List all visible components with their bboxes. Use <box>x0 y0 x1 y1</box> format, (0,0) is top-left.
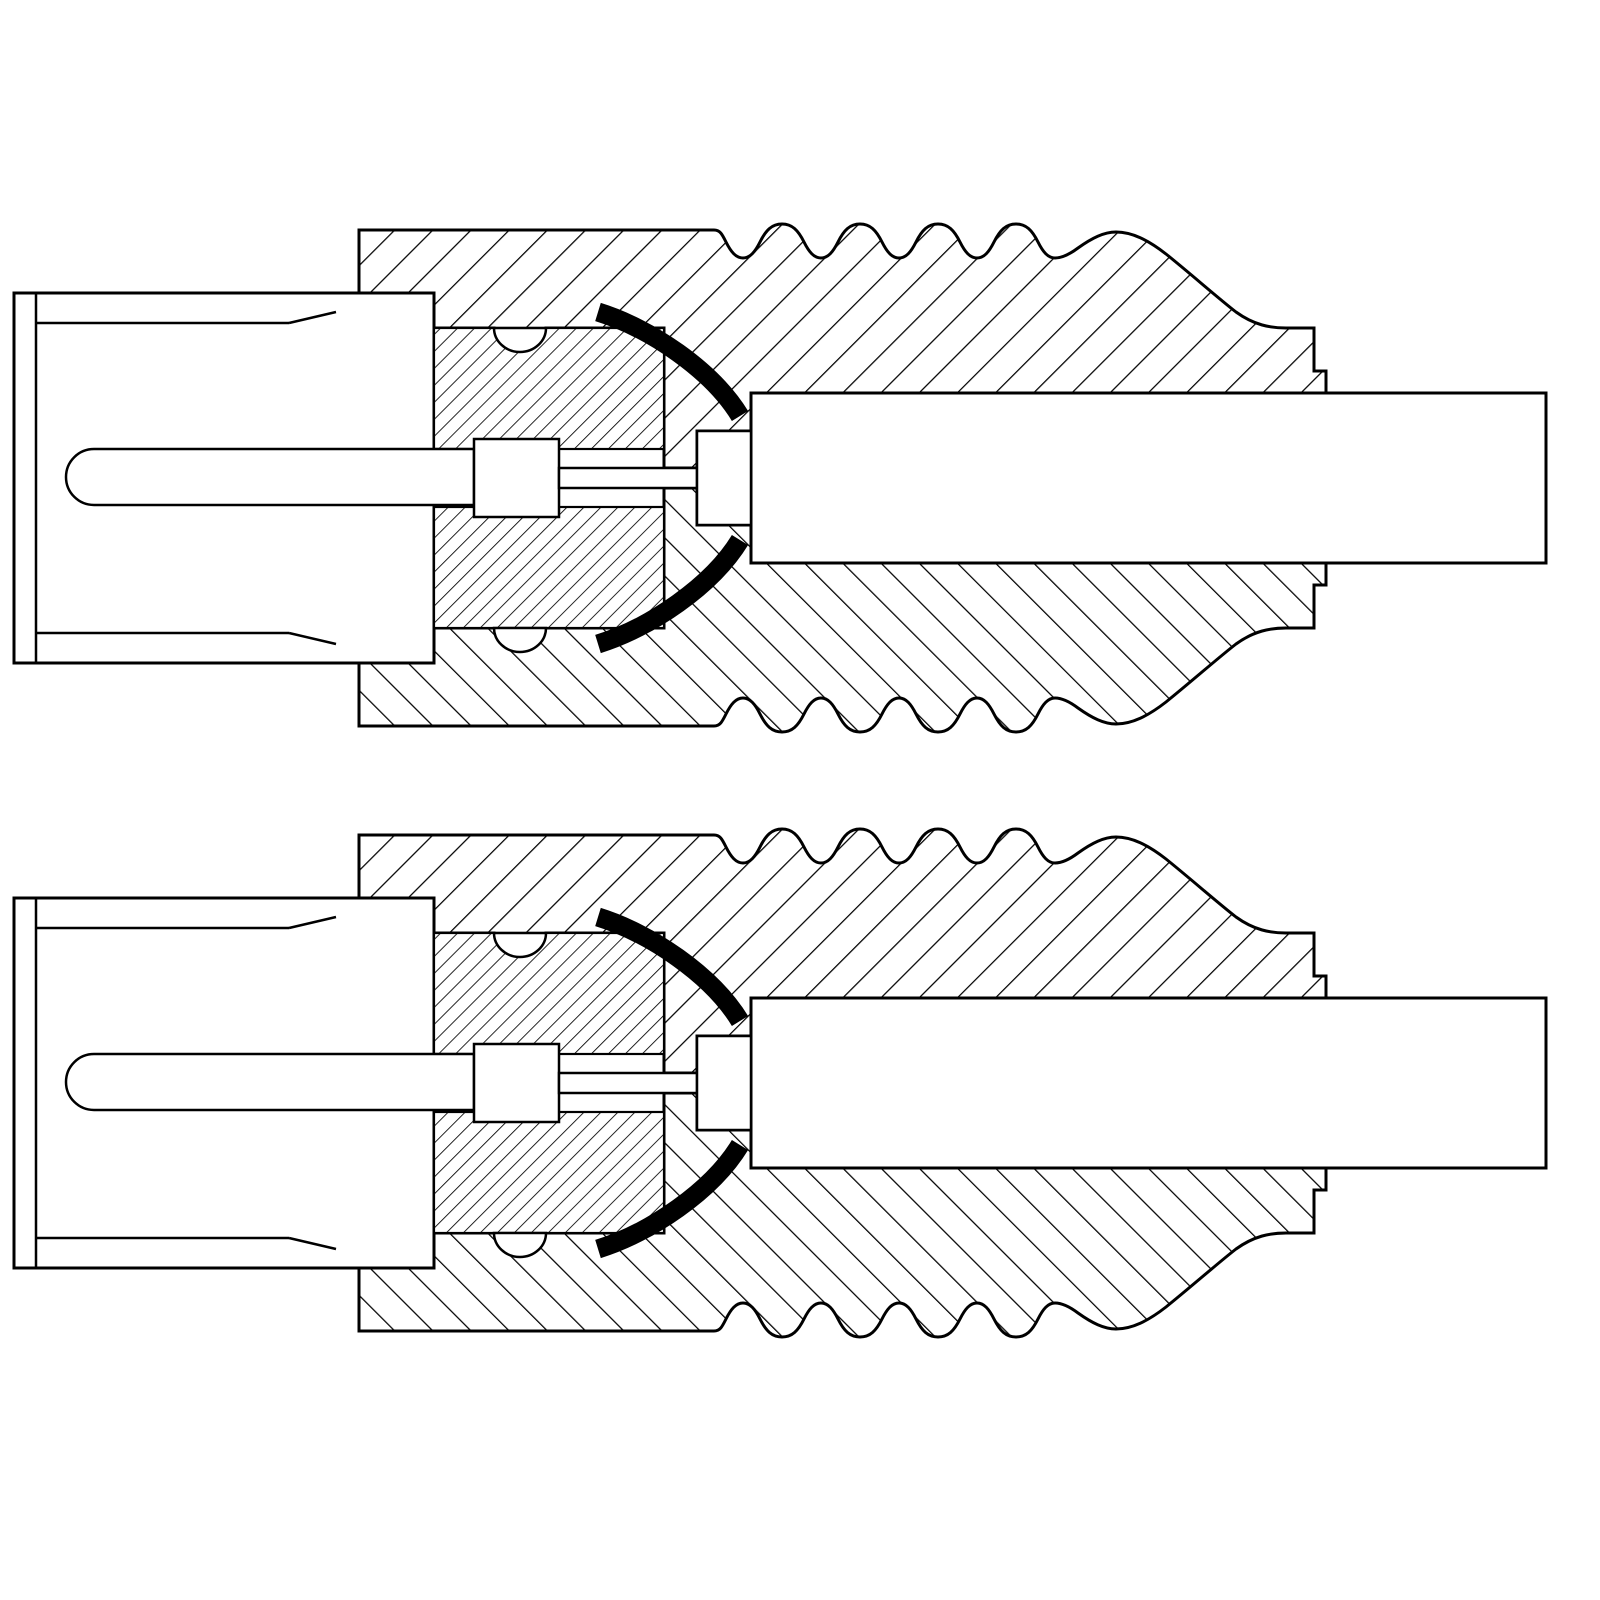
diagram-page <box>4 214 1556 1347</box>
connector-cross-section-figure <box>4 214 1556 1347</box>
